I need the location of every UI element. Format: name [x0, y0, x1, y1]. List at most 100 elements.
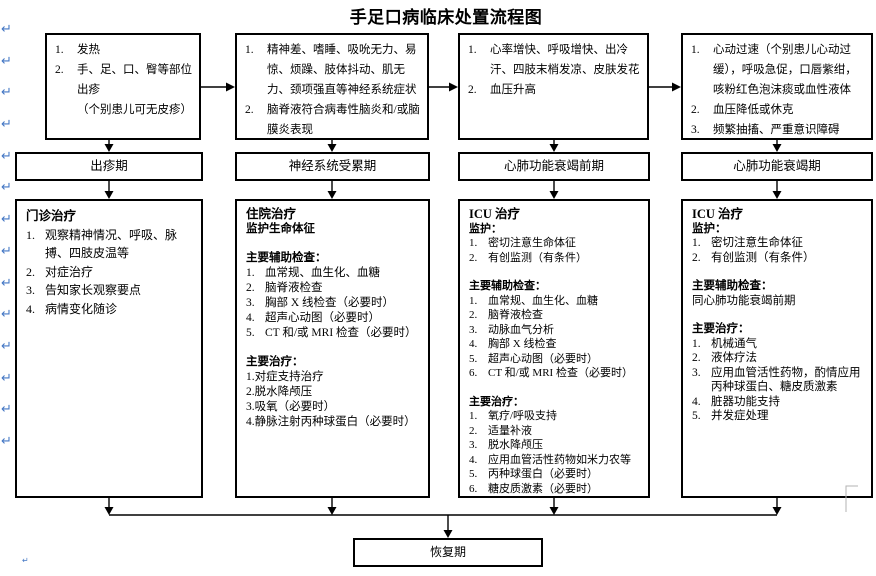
list-item: 2.脱水降颅压: [246, 386, 313, 398]
list-item: 1. 机械通气: [692, 337, 866, 352]
item-number: 2.: [691, 104, 700, 116]
list-item: 1. 精神差、嗜睡、吸吮无力、易惊、烦躁、肢体抖动、肌无力、颈项强直等神经系统症…: [245, 40, 422, 100]
list-item: 1. 观察精神情况、呼吸、脉搏、四肢皮温等: [26, 226, 196, 263]
list-item: 5. CT 和/或 MRI 检查（必要时）: [246, 326, 423, 341]
item-number: 2.: [55, 64, 64, 76]
treatment-subtitle: 监护生命体征: [246, 223, 315, 235]
section-title: 主要辅助检查：: [692, 280, 773, 292]
list-item: 3. 告知家长观察要点: [26, 281, 196, 300]
arrow-down-icon: [549, 507, 559, 515]
list-item: 3. 胸部 X 线检查（必要时）: [246, 296, 423, 311]
list-item: 2. 手、足、口、臀等部位出疹 （个别患儿可无皮疹）: [55, 60, 194, 120]
paragraph-return-icon: ↵: [1, 402, 12, 418]
list-item: 4. 病情变化随诊: [26, 300, 196, 319]
item-text: 应用血管活性药物如米力农等: [488, 453, 631, 466]
list-item: 1. 氧疗/呼吸支持: [469, 409, 643, 424]
treatment-box-icu-failure: ICU 治疗 监护： 1. 密切注意生命体征 2. 有创监测（有条件） 主要辅助…: [681, 199, 873, 498]
symptom-box-nervous-system: 1. 精神差、嗜睡、吸吮无力、易惊、烦躁、肢体抖动、肌无力、颈项强直等神经系统症…: [235, 33, 429, 140]
list-item: 3. 动脉血气分析: [469, 323, 643, 338]
item-number: 3.: [692, 366, 701, 379]
symptom-box-rash-stage: 1. 发热 2. 手、足、口、臀等部位出疹 （个别患儿可无皮疹）: [45, 33, 201, 140]
item-number: 2.: [245, 104, 254, 116]
item-text: 脱水降颅压: [488, 439, 543, 451]
item-text: 丙种球蛋白（必要时）: [488, 468, 598, 480]
item-number: 2.: [692, 251, 701, 264]
stage-label-nervous-system: 神经系统受累期: [235, 152, 430, 181]
connector-lines: [108, 86, 778, 531]
treatment-title: ICU 治疗: [692, 207, 744, 221]
stage-label-rash: 出疹期: [15, 152, 203, 181]
item-number: 1.: [246, 267, 255, 279]
item-number: 4.: [26, 301, 35, 316]
treatment-title: ICU 治疗: [469, 207, 521, 221]
list-item: 5. 丙种球蛋白（必要时）: [469, 467, 643, 482]
item-text: 心动过速（个别患儿心动过缓），呼吸急促，口唇紫绀，咳粉红色泡沫痰或血性液体: [713, 44, 857, 96]
item-text: 超声心动图（必要时）: [488, 352, 598, 365]
arrow-down-icon: [549, 191, 559, 199]
list-item: 1.对症支持治疗: [246, 371, 324, 383]
item-number: 2.: [468, 84, 477, 96]
item-text: CT 和/或 MRI 检查（必要时）: [265, 327, 417, 339]
item-text: 精神差、嗜睡、吸吮无力、易惊、烦躁、肢体抖动、肌无力、颈项强直等神经系统症状: [267, 44, 417, 96]
item-number: 1.: [245, 44, 254, 56]
arrow-down-icon: [327, 507, 337, 515]
list-item: 4.静脉注射丙种球蛋白（必要时）: [246, 416, 416, 428]
section-title: 主要辅助检查：: [246, 252, 327, 264]
item-number: 1.: [469, 294, 478, 307]
item-number: 4.: [469, 453, 478, 466]
treatment-title: 门诊治疗: [26, 209, 77, 223]
list-item: 4. 应用血管活性药物如米力农等: [469, 453, 643, 468]
list-item: 1. 发热: [55, 40, 194, 60]
list-item: 1. 密切注意生命体征: [469, 236, 643, 251]
list-item: 2. 血压升高: [468, 80, 642, 100]
paragraph-return-icon: ↵: [1, 275, 12, 291]
section-title: 主要辅助检查：: [469, 280, 546, 292]
stage-label-cardiopulmonary-failure: 心肺功能衰竭期: [681, 152, 873, 181]
item-text: 并发症处理: [711, 410, 769, 422]
paragraph-return-icon: ↵: [1, 53, 12, 69]
arrow-down-icon: [772, 144, 782, 152]
recovery-stage-box: 恢复期: [353, 538, 543, 567]
treatment-title: 住院治疗: [246, 207, 297, 221]
arrow-right-icon: [226, 82, 235, 92]
section-title: 主要治疗：: [246, 356, 304, 368]
list-item: 2. 脑脊液符合病毒性脑炎和/或脑膜炎表现: [245, 100, 422, 140]
item-number: 1.: [469, 237, 478, 249]
paragraph-return-icon: ↵: [1, 180, 12, 196]
list-item: 2. 脑脊液检查: [469, 308, 643, 323]
page-title: 手足口病临床处置流程图: [349, 8, 543, 27]
list-item: 2. 对症治疗: [26, 263, 196, 282]
list-item: 3. 脱水降颅压: [469, 438, 643, 453]
list-item: 4. 脏器功能支持: [692, 395, 866, 410]
list-item: 2. 脑脊液检查: [246, 281, 423, 296]
item-text: 密切注意生命体征: [488, 237, 576, 249]
arrow-down-icon: [104, 507, 114, 515]
arrow-right-icon: [672, 82, 681, 92]
arrow-down-icon: [327, 144, 337, 152]
paragraph-return-icon: ↵: [1, 433, 12, 449]
item-number: 3.: [469, 439, 478, 451]
list-item: 4. 胸部 X 线检查: [469, 337, 643, 352]
item-number: 4.: [469, 338, 478, 350]
list-item: 1. 密切注意生命体征: [692, 236, 866, 251]
item-number: 1.: [26, 227, 35, 242]
list-item: 1. 心动过速（个别患儿心动过缓），呼吸急促，口唇紫绀，咳粉红色泡沫痰或血性液体: [691, 40, 866, 100]
list-item: 1. 心率增快、呼吸增快、出冷汗、四肢末梢发凉、皮肤发花: [468, 40, 642, 80]
paragraph-return-icon: ↵: [1, 148, 12, 164]
section-title: 主要治疗：: [692, 323, 750, 335]
paragraph-return-icon: ↵: [1, 243, 12, 259]
item-text: 发热: [77, 44, 100, 56]
section-title: 监护：: [469, 222, 502, 235]
item-text: 病情变化随诊: [45, 301, 118, 316]
item-number: 5.: [469, 352, 478, 365]
arrowheads: [104, 82, 782, 538]
item-number: 5.: [246, 327, 255, 339]
item-number: 1.: [691, 44, 700, 56]
item-number: 3.: [246, 297, 255, 309]
list-item: 3. 频繁抽搐、严重意识障碍: [691, 120, 866, 140]
arrow-down-icon: [772, 191, 782, 199]
paragraph-return-icon: ↵: [1, 307, 12, 323]
paragraph-return-icon: ↵: [1, 370, 12, 386]
symptom-box-pre-cardiopulmonary-failure: 1. 心率增快、呼吸增快、出冷汗、四肢末梢发凉、皮肤发花 2. 血压升高: [458, 33, 649, 140]
